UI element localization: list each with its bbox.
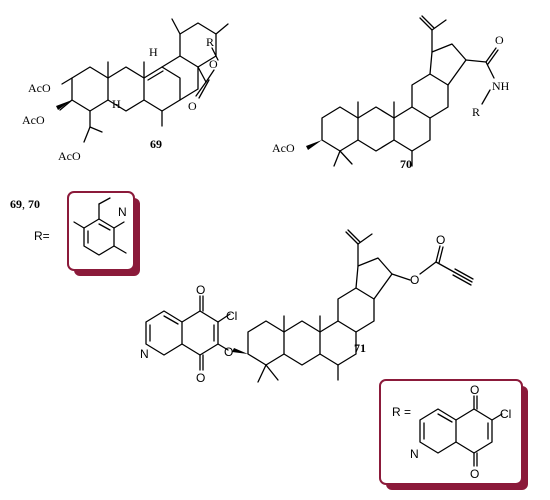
c71-quinone-oxygen-top: O [196, 283, 205, 297]
c69-carbonyl-oxygen: O [188, 99, 197, 113]
legend-2-chloro: Cl [500, 407, 511, 421]
compound-71: Cl O O N O O O 71 [140, 229, 474, 385]
c69-acetoxy-1: AcO [28, 81, 51, 95]
c70-compound-number: 70 [400, 157, 412, 171]
legend-1-nitrogen: N [118, 205, 127, 219]
c69-r-label: R [206, 35, 214, 49]
c70-amide-nh: NH [492, 79, 510, 93]
legend-1-r-equals: R= [34, 229, 50, 243]
c70-carbonyl-oxygen: O [495, 33, 504, 47]
legend-2-oxygen-top: O [470, 383, 479, 397]
c71-carbonyl-oxygen: O [436, 233, 445, 247]
c69-hydrogen-2: H [112, 97, 121, 111]
compound-69: R O O AcO AcO AcO H H 69 [22, 18, 229, 163]
c70-r-label: R [472, 105, 480, 119]
c71-compound-number: 71 [354, 341, 366, 355]
c69-oxygen: O [209, 57, 218, 71]
c71-ester-oxygen: O [410, 273, 419, 287]
legend-2-r-equals: R = [392, 405, 411, 419]
legend-2-oxygen-bottom: O [470, 467, 479, 481]
c71-chloro: Cl [226, 309, 237, 323]
compound-70: O NH R AcO 70 [272, 15, 510, 171]
c71-nitrogen: N [140, 347, 149, 361]
c71-quinone-oxygen-bottom: O [196, 371, 205, 385]
c70-acetoxy: AcO [272, 141, 295, 155]
legend-1-caption: 69, 70 [10, 197, 40, 211]
c69-hydrogen-1: H [149, 45, 158, 59]
c69-acetoxy-3: AcO [58, 149, 81, 163]
c69-compound-number: 69 [150, 137, 162, 151]
legend-box-quinolinequinone: R = O O Cl N [379, 379, 528, 490]
c71-ether-oxygen: O [224, 345, 233, 359]
legend-box-isoquinoline: 69, 70 R= N [10, 191, 140, 276]
legend-2-nitrogen: N [410, 447, 419, 461]
c69-acetoxy-2: AcO [22, 113, 45, 127]
